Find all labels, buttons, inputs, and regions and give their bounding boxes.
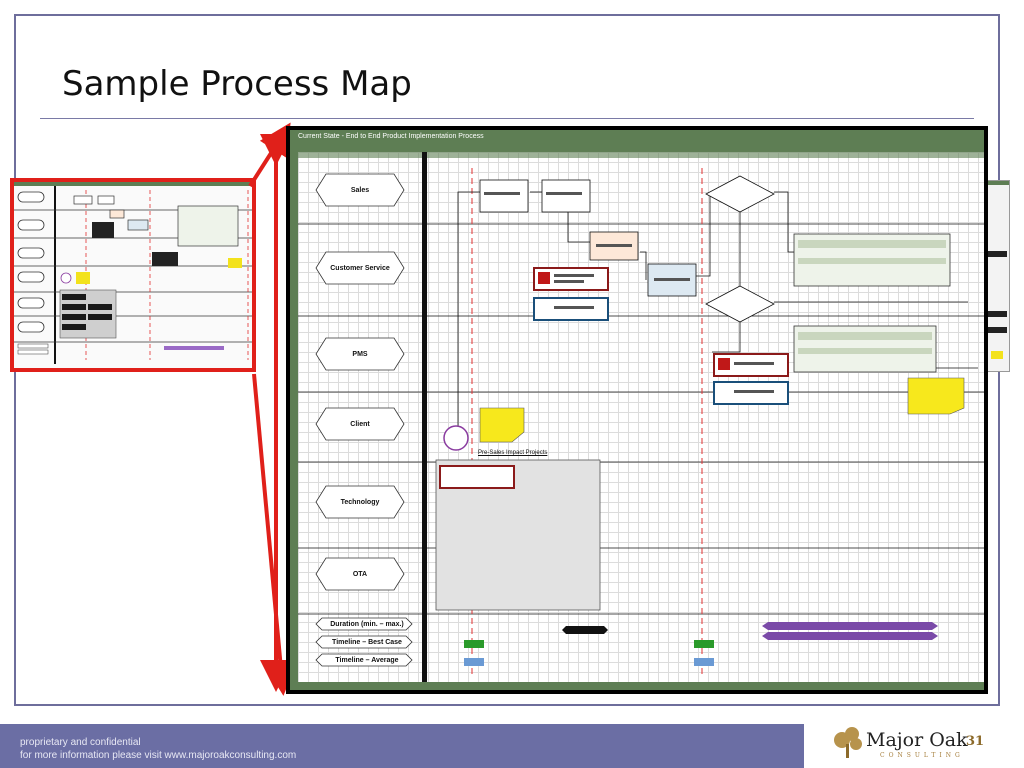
- slide-title: Sample Process Map: [62, 64, 412, 104]
- thumb-sticky-note: [76, 272, 90, 284]
- thumb-top-band: [14, 182, 252, 186]
- pms-sticky-note: [907, 377, 965, 415]
- row-label-timeline-best: Timeline – Best Case: [332, 638, 402, 646]
- thumb-dark-box-2: [152, 252, 178, 266]
- swimlane-drawing: [298, 152, 984, 682]
- client-sticky-note: [479, 407, 525, 443]
- process-map-inner: Current State - End to End Product Imple…: [290, 130, 984, 690]
- timeline-best-markers: [464, 640, 714, 648]
- footer-text: proprietary and confidential for more in…: [20, 736, 296, 762]
- thumb-duration-bar: [164, 346, 224, 350]
- lane-separators: [298, 223, 984, 615]
- lane-label-technology: Technology: [340, 498, 380, 506]
- duration-bars: [762, 622, 938, 640]
- flow-connectors: [457, 191, 978, 438]
- lane-label-pms: PMS: [352, 350, 368, 358]
- pre-sales-group-title: Pre-Sales Impact Projects: [478, 450, 548, 456]
- thumb-start-circle: [60, 272, 72, 284]
- thumb-boxes: [73, 195, 239, 247]
- lane-divider: [422, 152, 427, 682]
- lane-label-ota: OTA: [352, 570, 368, 578]
- thumb-lane-tags: [17, 191, 45, 333]
- footer-website: for more information please visit www.ma…: [20, 750, 297, 761]
- decision-diamonds: [705, 175, 775, 323]
- logo-subtitle: CONSULTING: [880, 752, 964, 759]
- footer-confidential: proprietary and confidential: [20, 737, 141, 748]
- lane-label-client: Client: [350, 420, 370, 428]
- thumbnail-drawing: [14, 182, 252, 364]
- thumb-divider: [54, 186, 56, 364]
- thumb-dark-box: [92, 222, 114, 238]
- process-map-title: Current State - End to End Product Imple…: [298, 133, 484, 140]
- subprocess-detail: [798, 240, 946, 354]
- logo-name: Major Oak: [866, 729, 968, 751]
- lane-label-customer-service: Customer Service: [330, 264, 390, 272]
- process-map: Current State - End to End Product Imple…: [286, 126, 988, 694]
- thumbnail-overview: [10, 178, 256, 372]
- group-item-fill: [439, 465, 515, 489]
- thumbnail-right-drawing: [985, 181, 1009, 359]
- page-number: 31: [966, 734, 985, 749]
- blank-text-bars: [484, 192, 774, 393]
- swimlane-grid: Sales Customer Service PMS Client Techno…: [298, 152, 984, 682]
- thumb-sticky-note-2: [228, 258, 242, 268]
- row-label-timeline-average: Timeline – Average: [335, 656, 399, 664]
- start-event-circle: [443, 425, 469, 451]
- row-label-duration: Duration (min. – max.): [330, 620, 404, 628]
- thumb-group-items: [62, 294, 112, 330]
- timeline-average-markers: [464, 658, 714, 666]
- lane-label-arrows: [315, 173, 413, 667]
- lane-label-sales: Sales: [350, 186, 370, 194]
- title-rule: [40, 118, 974, 119]
- duration-marker: [562, 626, 608, 634]
